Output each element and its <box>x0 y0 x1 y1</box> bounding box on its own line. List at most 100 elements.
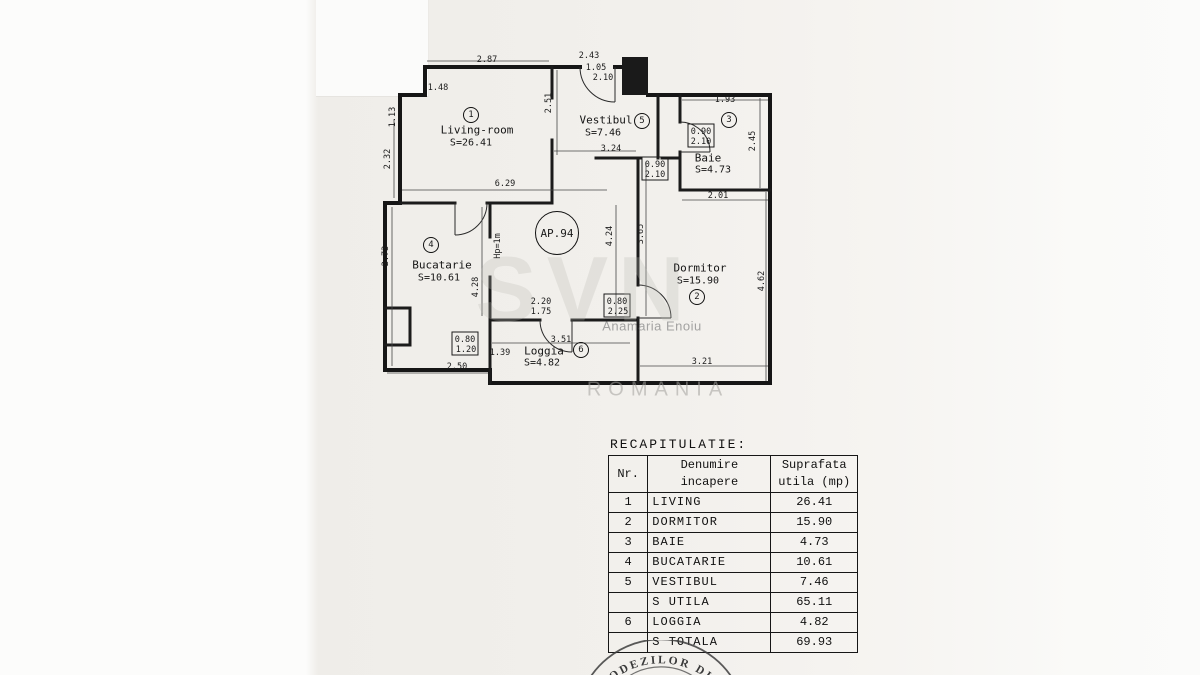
room-area-label: S=10.61 <box>417 272 461 284</box>
row-area: 10.61 <box>770 552 858 573</box>
header-area: Suprafata utila (mp) <box>770 455 858 493</box>
room-area-label: S=4.73 <box>694 164 732 176</box>
country-watermark: ROMANIA <box>586 378 730 401</box>
door-spec-boxes <box>451 123 715 356</box>
dimension-label: 2.10 <box>690 137 712 147</box>
row-area: 69.93 <box>770 632 858 653</box>
row-area: 26.41 <box>770 492 858 513</box>
recap-header-row: Nr. Denumire incapere Suprafata utila (m… <box>607 455 858 493</box>
row-nr: 2 <box>607 512 649 533</box>
room-number-badge: 3 <box>721 112 737 128</box>
row-name: S UTILA <box>647 592 772 613</box>
row-area: 4.73 <box>770 532 858 553</box>
dimension-label: 2.43 <box>578 51 600 61</box>
row-name: LIVING <box>647 492 772 513</box>
dimension-label: 3.21 <box>691 357 713 367</box>
dimension-label: 2.10 <box>644 170 666 180</box>
row-nr: 1 <box>607 492 649 513</box>
dimension-label: 2.50 <box>446 362 468 372</box>
room-number-badge: 1 <box>463 107 479 123</box>
dimension-label: 0.90 <box>644 160 666 170</box>
room-name-label: Living-room <box>440 123 514 137</box>
brand-watermark: SVN <box>475 238 695 341</box>
row-nr: 5 <box>607 572 649 593</box>
room-name-label: Dormitor <box>673 261 727 275</box>
row-name: BAIE <box>647 532 772 553</box>
dimension-label: 1.39 <box>489 348 511 358</box>
dimension-label: 2.20 <box>530 297 552 307</box>
dimension-label: 2.25 <box>607 307 629 317</box>
recap-section: RECAPITULATIE: Nr. Denumire incapere Sup… <box>607 437 860 653</box>
row-area: 7.46 <box>770 572 858 593</box>
svg-text:ODEZILOR DI: ODEZILOR DI <box>607 654 715 675</box>
room-area-label: S=7.46 <box>584 127 622 139</box>
shaft-block <box>622 57 648 95</box>
row-nr: 6 <box>607 612 649 633</box>
dimension-label: 3.24 <box>600 144 622 154</box>
row-nr <box>607 632 649 653</box>
row-name: LOGGIA <box>647 612 772 633</box>
dimension-label: 2.10 <box>592 73 614 83</box>
room-number-badge: 4 <box>423 237 439 253</box>
dimension-label: 0.80 <box>606 297 628 307</box>
header-name-line1: Denumire <box>680 458 739 472</box>
row-area: 15.90 <box>770 512 858 533</box>
header-name-line2: incapere <box>680 475 739 489</box>
stamp-text: ODEZILOR DI <box>607 654 712 675</box>
round-stamp: ODEZILOR DI <box>575 640 747 675</box>
dimension-label: 1.20 <box>455 345 477 355</box>
room-name-label: Loggia <box>524 344 564 358</box>
room-area-label: S=26.41 <box>449 137 493 149</box>
dimension-label: 2.87 <box>476 55 498 65</box>
row-name: VESTIBUL <box>647 572 772 593</box>
header-area-line2: utila (mp) <box>778 475 851 489</box>
dimension-label: 2.01 <box>707 191 729 201</box>
owner-watermark: Anamaria Enoiu <box>602 318 702 334</box>
room-area-label: S=4.82 <box>523 357 561 369</box>
recap-table: Nr. Denumire incapere Suprafata utila (m… <box>607 455 858 653</box>
paper-corner <box>316 0 429 97</box>
outer-walls <box>383 65 772 385</box>
room-number-badge: 2 <box>689 289 705 305</box>
dimension-label: 1.75 <box>530 307 552 317</box>
room-name-label: Bucatarie <box>412 258 472 272</box>
dimension-label: 0.90 <box>690 127 712 137</box>
dimension-label: 1.93 <box>714 95 736 105</box>
row-nr: 3 <box>607 532 649 553</box>
row-nr: 4 <box>607 552 649 573</box>
header-nr: Nr. <box>607 455 649 493</box>
dimension-label: 3.51 <box>550 335 572 345</box>
dimension-label: 6.29 <box>494 179 516 189</box>
dimension-lines <box>387 60 768 381</box>
recap-title: RECAPITULATIE: <box>610 437 748 452</box>
row-name: S TOTALA <box>647 632 772 653</box>
dimension-label: 1.48 <box>427 83 449 93</box>
door-arcs <box>454 66 711 353</box>
header-name: Denumire incapere <box>647 455 772 493</box>
room-name-label: Baie <box>694 151 722 165</box>
stamp-arc: ODEZILOR DI <box>590 640 732 675</box>
row-nr <box>607 592 649 613</box>
room-area-label: S=15.90 <box>676 275 720 287</box>
dimension-label: 0.80 <box>454 335 476 345</box>
room-name-label: Vestibul <box>579 113 633 127</box>
apartment-number-badge: AP.94 <box>535 211 579 255</box>
interior-walls <box>383 65 772 385</box>
row-area: 4.82 <box>770 612 858 633</box>
dimension-label: 1.05 <box>585 63 607 73</box>
room-number-badge: 6 <box>573 342 589 358</box>
row-name: DORMITOR <box>647 512 772 533</box>
header-area-line1: Suprafata <box>781 458 847 472</box>
